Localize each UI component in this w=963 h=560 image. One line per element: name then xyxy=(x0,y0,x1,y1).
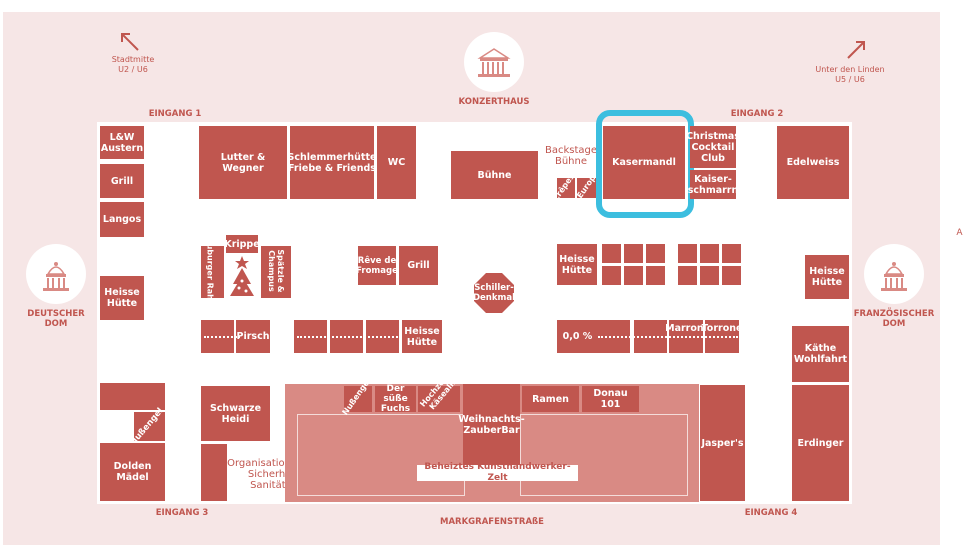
stall-grill-middle[interactable]: Grill xyxy=(399,246,438,285)
stall-reve-de-fromage[interactable]: Rêve de Fromage xyxy=(356,246,398,285)
konzerthaus-landmark xyxy=(464,32,524,92)
stall-christmas-cocktail-club[interactable]: Christmas Cocktail Club xyxy=(686,126,740,168)
kunsthandwerker-zelt-label: Beheiztes Kunsthandwerker-Zelt xyxy=(417,462,578,483)
dotted-divider xyxy=(297,336,401,338)
stall-small[interactable] xyxy=(678,244,697,263)
stall-schwarze-heidi[interactable]: Schwarze Heidi xyxy=(201,386,270,441)
stall-lutter-wegner[interactable]: Lutter & Wegner xyxy=(199,126,287,199)
stall-spaetzle-champus[interactable] xyxy=(261,246,291,298)
edge-glyph: A xyxy=(956,228,963,238)
stall-nullnull[interactable]: 0,0 % xyxy=(557,320,598,353)
stall-krippe[interactable]: Krippe xyxy=(224,235,260,253)
konzerthaus-label: KONZERTHAUS xyxy=(458,97,530,107)
stall-bottom-left-top[interactable] xyxy=(100,383,165,410)
stall-schlemmerhuette[interactable]: Schlemmerhütte Friebe & Friends xyxy=(288,126,376,199)
deutscher-dom-landmark xyxy=(26,244,86,304)
sicherheit-label: Sicherheit xyxy=(247,469,299,480)
stall-wc[interactable]: WC xyxy=(377,126,416,199)
christmas-tree-icon xyxy=(230,256,254,296)
stall-small[interactable] xyxy=(722,244,741,263)
stall-edelweiss[interactable]: Edelweiss xyxy=(777,126,849,199)
stall-small[interactable] xyxy=(624,244,643,263)
stall-jaspers[interactable]: Jasper's xyxy=(700,385,745,501)
stall-buehne[interactable]: Bühne xyxy=(451,151,538,199)
stall-kaiserschmarrn[interactable]: Kaiser-schmarrn xyxy=(688,170,738,199)
stall-small[interactable] xyxy=(602,244,621,263)
spaetzle-label: Spätzle & Champus xyxy=(267,249,285,293)
backstage-label: Backstage Bühne xyxy=(544,145,598,167)
orga-label: Organisationsbüro xyxy=(227,458,319,469)
stall-neuburger-rahmbrot[interactable] xyxy=(201,246,224,298)
entrance-3-label: EINGANG 3 xyxy=(155,508,209,518)
stall-small[interactable] xyxy=(722,266,741,285)
deutscher-dom-label-2: DOM xyxy=(44,319,68,329)
dotted-divider xyxy=(598,336,738,338)
entrance-1-label: EINGANG 1 xyxy=(148,109,202,119)
unter-den-linden-lines: U5 / U6 xyxy=(835,75,865,84)
markgrafenstrasse-label: MARKGRAFENSTRAßE xyxy=(440,517,544,527)
franzoesischer-dom-landmark xyxy=(864,244,924,304)
schiller-denkmal-octagon[interactable] xyxy=(474,273,514,313)
stall-small[interactable] xyxy=(646,266,665,285)
stall-grill-left[interactable]: Grill xyxy=(100,164,144,198)
unter-den-linden-label: Unter den Linden xyxy=(815,65,885,74)
stall-langos[interactable]: Langos xyxy=(100,202,144,237)
stall-der-suesse-fuchs[interactable]: Der süße Fuchs xyxy=(375,384,416,414)
schiller-denkmal-label: Schiller-Denkmal xyxy=(472,283,516,303)
stall-heisse-huette-right[interactable]: Heisse Hütte xyxy=(805,255,849,299)
dome-icon xyxy=(881,262,907,291)
entrance-2-label: EINGANG 2 xyxy=(730,109,784,119)
stall-weihnachts-zauberbar[interactable]: Weihnachts-ZauberBar xyxy=(458,384,525,466)
stall-small[interactable] xyxy=(646,244,665,263)
stall-nussengel-left[interactable] xyxy=(134,412,165,441)
arrow-northwest-icon xyxy=(121,33,139,51)
dotted-divider xyxy=(204,336,240,338)
highlight-circle xyxy=(596,110,694,218)
stall-kasermandl[interactable]: Kasermandl xyxy=(603,126,685,199)
stadtmitte-label: Stadtmitte xyxy=(111,55,155,64)
entrance-4-label: EINGANG 4 xyxy=(744,508,798,518)
stall-kaethe-wohlfahrt[interactable]: Käthe Wohlfahrt xyxy=(792,326,849,382)
stall-small[interactable] xyxy=(678,266,697,285)
stall-nussengel-middle[interactable] xyxy=(344,386,372,412)
stadtmitte-lines: U2 / U6 xyxy=(118,65,148,74)
stall-small[interactable] xyxy=(624,266,643,285)
stall-hochzeller-kaesealm[interactable] xyxy=(418,386,460,412)
stall-donau-101[interactable]: Donau 101 xyxy=(582,386,639,412)
stall-europa[interactable] xyxy=(577,178,599,198)
stall-small[interactable] xyxy=(700,266,719,285)
franzoesischer-dom-label-2: DOM xyxy=(882,319,906,329)
stall-pirsch[interactable]: Pirsch xyxy=(236,320,270,353)
arrow-northeast-icon xyxy=(847,41,865,59)
stall-orga-box[interactable] xyxy=(201,444,227,501)
deutscher-dom-label-1: DEUTSCHER xyxy=(27,309,85,319)
sanitaeter-label: Sanitäter xyxy=(250,480,296,491)
stall-small[interactable] xyxy=(602,266,621,285)
stall-lw-austern[interactable]: L&W Austern xyxy=(100,126,144,159)
stall-heisse-huette-middle[interactable]: Heisse Hütte xyxy=(557,244,597,285)
stall-small[interactable] xyxy=(700,244,719,263)
franzoesischer-dom-label-1: FRANZÖSISCHER xyxy=(853,309,935,319)
stall-erdinger[interactable]: Erdinger xyxy=(792,385,849,501)
dome-icon xyxy=(43,262,69,291)
stall-crepes[interactable] xyxy=(557,178,575,198)
tent-inner-lines xyxy=(520,414,688,496)
stall-heisse-huette-row[interactable]: Heisse Hütte xyxy=(402,320,442,353)
neuburger-label: Neuburger Rahmbrot xyxy=(205,231,215,328)
concert-hall-icon xyxy=(477,48,511,77)
stall-dolden-maedel[interactable]: Dolden Mädel xyxy=(100,443,165,501)
stall-ramen[interactable]: Ramen xyxy=(522,386,579,412)
stall-heisse-huette-left[interactable]: Heisse Hütte xyxy=(100,276,144,320)
